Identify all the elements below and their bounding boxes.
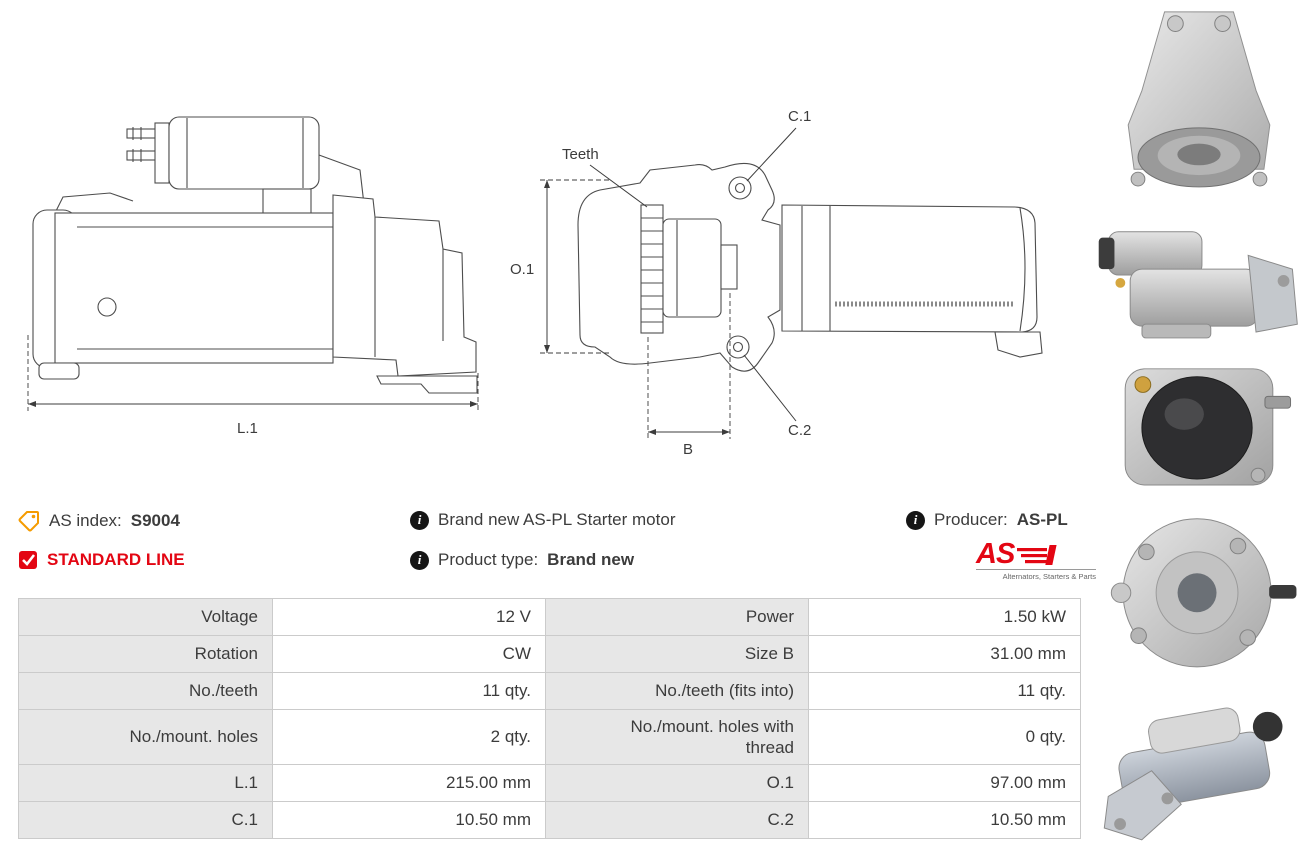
- table-row: C.1 10.50 mm C.2 10.50 mm: [18, 801, 1081, 839]
- product-photo-3: [1124, 368, 1292, 486]
- spec-value: 0 qty.: [808, 709, 1081, 765]
- product-photos: [1082, 0, 1316, 860]
- product-type-value: Brand new: [547, 550, 635, 569]
- spec-label: No./mount. holes with thread: [545, 709, 809, 765]
- info-section: AS index: S9004 STANDARD LINE i Brand ne…: [18, 505, 1096, 600]
- spec-label: Power: [545, 598, 809, 636]
- producer-label: Producer:: [934, 510, 1008, 529]
- as-index-row: AS index: S9004: [18, 510, 180, 532]
- product-description: Brand new AS-PL Starter motor: [438, 510, 676, 529]
- dim-label-o1: O.1: [510, 261, 534, 278]
- spec-value: 215.00 mm: [272, 764, 546, 802]
- info-icon: i: [410, 550, 429, 570]
- spec-value: 10.50 mm: [272, 801, 546, 839]
- dim-label-c1: C.1: [788, 108, 811, 125]
- table-row: No./mount. holes 2 qty. No./mount. holes…: [18, 709, 1081, 765]
- spec-label: No./mount. holes: [18, 709, 273, 765]
- info-icon: i: [410, 510, 429, 530]
- spec-label: Rotation: [18, 635, 273, 673]
- spec-label: C.2: [545, 801, 809, 839]
- aspl-logo: AS Alternators, Starters & Parts: [976, 538, 1096, 581]
- product-photo-5: [1103, 707, 1283, 841]
- side-view-svg: L.1: [27, 116, 479, 437]
- logo-tagline: Alternators, Starters & Parts: [976, 569, 1096, 581]
- dim-label-l1: L.1: [237, 420, 258, 437]
- front-view-drawing: O.1 B Teeth C.1 C.2: [500, 95, 1060, 465]
- product-photo-2: [1098, 230, 1298, 338]
- spec-value: 12 V: [272, 598, 546, 636]
- spec-label: Voltage: [18, 598, 273, 636]
- spec-label: O.1: [545, 764, 809, 802]
- logo-text: AS: [976, 538, 1015, 570]
- tag-icon: [18, 511, 39, 532]
- table-row: No./teeth 11 qty. No./teeth (fits into) …: [18, 672, 1081, 710]
- spec-label: C.1: [18, 801, 273, 839]
- spec-value: 2 qty.: [272, 709, 546, 765]
- product-type-label: Product type:: [438, 550, 539, 569]
- spec-label: Size B: [545, 635, 809, 673]
- description-row: i Brand new AS-PL Starter motor: [410, 510, 675, 530]
- product-photo-4: [1110, 518, 1297, 668]
- product-type-row: i Product type: Brand new: [410, 550, 634, 570]
- spec-value: 11 qty.: [272, 672, 546, 710]
- dim-label-b: B: [683, 441, 693, 458]
- info-icon: i: [906, 510, 925, 530]
- spec-value: 1.50 kW: [808, 598, 1081, 636]
- side-view-drawing: L.1: [15, 95, 495, 450]
- spec-value: 10.50 mm: [808, 801, 1081, 839]
- spec-value: 11 qty.: [808, 672, 1081, 710]
- checkbox-icon: [19, 551, 37, 569]
- spec-value: 31.00 mm: [808, 635, 1081, 673]
- as-index-value: S9004: [130, 511, 180, 530]
- spec-label: No./teeth: [18, 672, 273, 710]
- producer-value: AS-PL: [1016, 510, 1068, 529]
- producer-row: i Producer: AS-PL: [906, 510, 1068, 530]
- spec-label: No./teeth (fits into): [545, 672, 809, 710]
- dim-label-c2: C.2: [788, 422, 811, 439]
- spec-value: 97.00 mm: [808, 764, 1081, 802]
- spec-table: Voltage 12 V Power 1.50 kW Rotation CW S…: [18, 598, 1081, 839]
- product-photo-1: [1127, 11, 1271, 188]
- spec-label: L.1: [18, 764, 273, 802]
- standard-line-row: STANDARD LINE: [18, 550, 185, 570]
- table-row: Voltage 12 V Power 1.50 kW: [18, 598, 1081, 636]
- standard-line-label: STANDARD LINE: [47, 550, 185, 569]
- as-index-label: AS index:: [49, 511, 122, 530]
- logo-stripes-icon: [1017, 545, 1057, 565]
- front-view-svg: O.1 B Teeth C.1 C.2: [510, 108, 1043, 458]
- table-row: L.1 215.00 mm O.1 97.00 mm: [18, 764, 1081, 802]
- table-row: Rotation CW Size B 31.00 mm: [18, 635, 1081, 673]
- label-teeth: Teeth: [562, 146, 599, 163]
- spec-value: CW: [272, 635, 546, 673]
